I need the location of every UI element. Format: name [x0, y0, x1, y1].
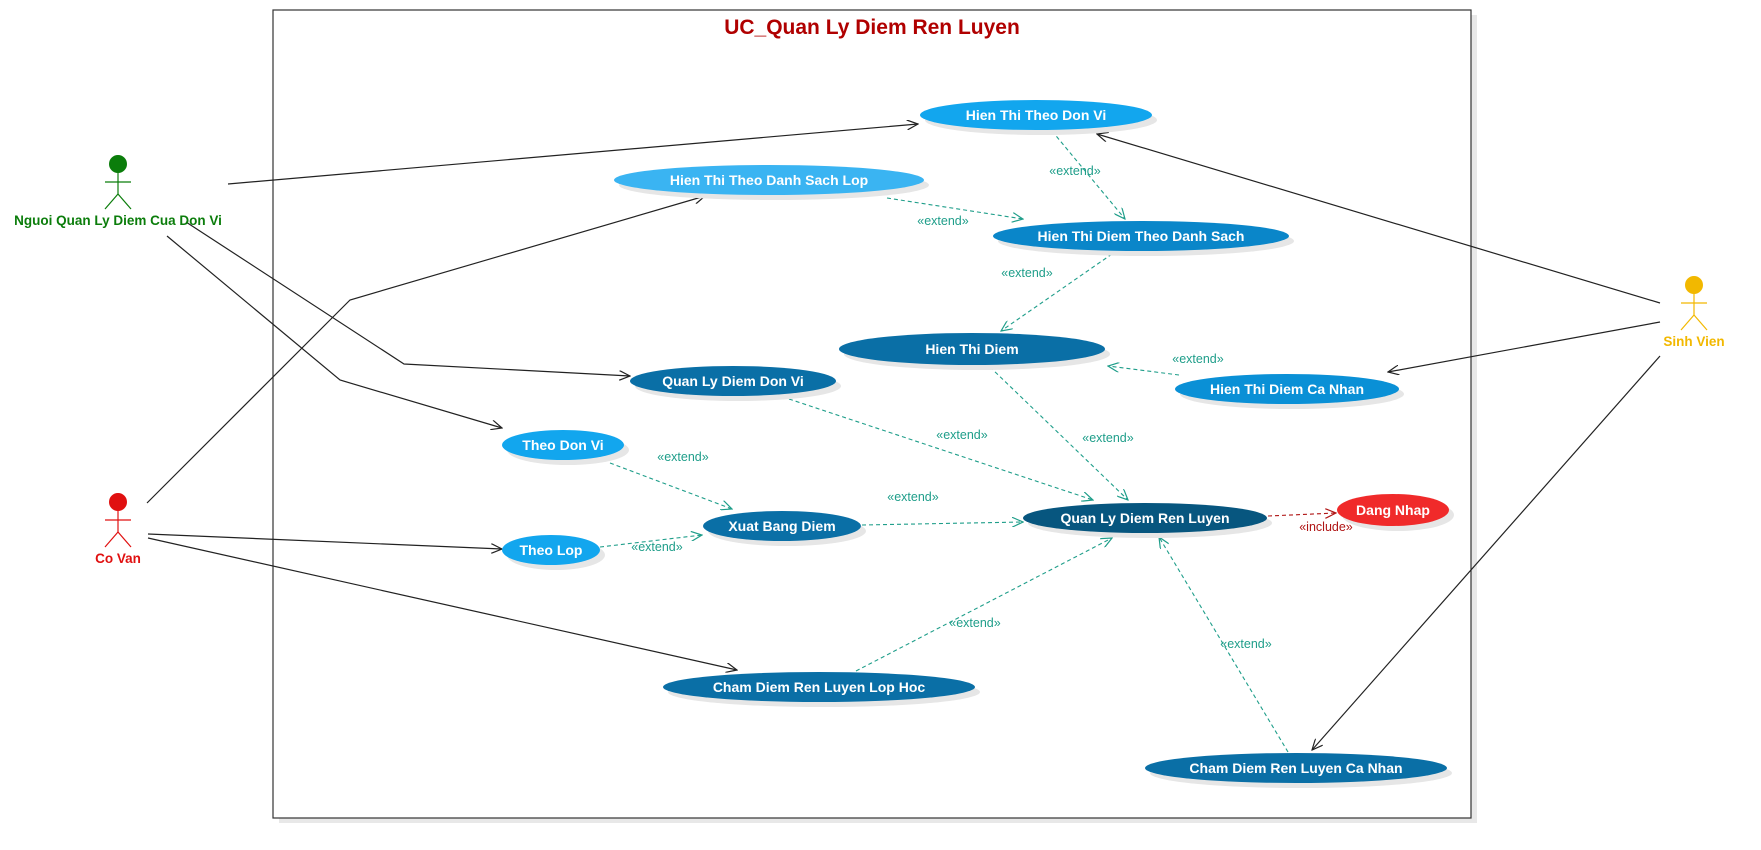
- extend-label-htd-to-qldrl: «extend»: [1082, 431, 1133, 445]
- association-cv-to-cdrllh: [147, 537, 737, 670]
- use-case-label: Theo Lop: [520, 542, 583, 558]
- use-case-httdv[interactable]: Hien Thi Theo Don Vi: [920, 100, 1157, 135]
- actor-label: Sinh Vien: [1663, 334, 1724, 349]
- use-case-label: Cham Diem Ren Luyen Lop Hoc: [713, 679, 926, 695]
- use-case-ellipse: [993, 221, 1289, 251]
- actor-sv[interactable]: Sinh Vien: [1663, 276, 1725, 350]
- association-sv-to-htdcn: [1388, 321, 1661, 372]
- actor-cv[interactable]: Co Van: [95, 493, 141, 567]
- use-case-qlddv[interactable]: Quan Ly Diem Don Vi: [630, 366, 841, 401]
- use-cases-layer: Hien Thi Theo Don Vi Hien Thi Theo Danh S…: [502, 100, 1454, 788]
- use-case-ellipse: [502, 430, 624, 460]
- actors-layer: Nguoi Quan Ly Diem Cua Don Vi Co Van Sinh …: [14, 155, 1725, 567]
- use-case-tdv[interactable]: Theo Don Vi: [502, 430, 629, 465]
- use-case-ellipse: [630, 366, 836, 396]
- extend-relation-tdv-to-xbd: [609, 462, 732, 509]
- extend-relation-httdv-to-htdtds: [1051, 130, 1125, 219]
- actor-figure-icon: [104, 493, 132, 548]
- association-nql-to-tdv: [166, 235, 502, 428]
- use-case-label: Hien Thi Diem: [925, 341, 1018, 357]
- use-case-ellipse: [502, 535, 600, 565]
- use-case-cdrlcn[interactable]: Cham Diem Ren Luyen Ca Nhan: [1145, 753, 1452, 788]
- use-case-label: Quan Ly Diem Ren Luyen: [1060, 510, 1229, 526]
- actor-label: Nguoi Quan Ly Diem Cua Don Vi: [14, 213, 222, 228]
- association-nql-to-httdv: [227, 124, 918, 185]
- extend-relation-cdrllh-to-qldrl: [855, 538, 1112, 672]
- use-case-ellipse: [703, 511, 861, 541]
- extend-relation-htd-to-qldrl: [989, 366, 1128, 500]
- actor-figure-icon: [1680, 276, 1708, 331]
- use-case-htd[interactable]: Hien Thi Diem: [839, 333, 1110, 370]
- use-case-label: Cham Diem Ren Luyen Ca Nhan: [1189, 760, 1402, 776]
- use-case-dn[interactable]: Dang Nhap: [1337, 494, 1454, 531]
- actor-label: Co Van: [95, 551, 141, 566]
- use-case-ellipse: [663, 672, 975, 702]
- use-case-ellipse: [1337, 494, 1449, 526]
- extend-label-httdsl-to-htdtds: «extend»: [917, 214, 968, 228]
- use-case-label: Hien Thi Diem Ca Nhan: [1210, 381, 1364, 397]
- include-relation-qldrl-to-dn: [1267, 513, 1336, 516]
- extend-relation-htdcn-to-htd: [1108, 366, 1180, 376]
- use-case-qldrl[interactable]: Quan Ly Diem Ren Luyen: [1023, 503, 1272, 538]
- extend-label-httdv-to-htdtds: «extend»: [1049, 164, 1100, 178]
- use-case-ellipse: [614, 165, 924, 195]
- extend-relation-tl-to-xbd: [599, 535, 702, 548]
- use-case-htdtds[interactable]: Hien Thi Diem Theo Danh Sach: [993, 221, 1294, 256]
- use-case-ellipse: [1175, 374, 1399, 404]
- use-case-htdcn[interactable]: Hien Thi Diem Ca Nhan: [1175, 374, 1404, 409]
- association-sv-to-httdv: [1097, 134, 1661, 304]
- diagram-title: UC_Quan Ly Diem Ren Luyen: [724, 16, 1020, 39]
- use-case-label: Hien Thi Theo Danh Sach Lop: [670, 172, 868, 188]
- association-cv-to-tl: [147, 533, 502, 549]
- include-label-qldrl-to-dn: «include»: [1299, 520, 1353, 534]
- actor-figure-icon: [104, 155, 132, 210]
- use-case-ellipse: [920, 100, 1152, 130]
- extend-relation-qlddv-to-qldrl: [788, 398, 1093, 500]
- actor-nql[interactable]: Nguoi Quan Ly Diem Cua Don Vi: [14, 155, 222, 229]
- extend-relation-xbd-to-qldrl: [861, 522, 1023, 525]
- extend-relation-htdtds-to-htd: [1001, 253, 1113, 331]
- extend-label-htdcn-to-htd: «extend»: [1172, 352, 1223, 366]
- use-case-label: Dang Nhap: [1356, 502, 1430, 518]
- extend-label-tdv-to-xbd: «extend»: [657, 450, 708, 464]
- extend-label-qlddv-to-qldrl: «extend»: [936, 428, 987, 442]
- use-case-label: Xuat Bang Diem: [728, 518, 835, 534]
- association-sv-to-cdrlcn: [1312, 355, 1661, 750]
- use-case-tl[interactable]: Theo Lop: [502, 535, 605, 570]
- extend-label-tl-to-xbd: «extend»: [631, 540, 682, 554]
- use-case-label: Theo Don Vi: [522, 437, 603, 453]
- extend-label-cdrlcn-to-qldrl: «extend»: [1220, 637, 1271, 651]
- use-case-xbd[interactable]: Xuat Bang Diem: [703, 511, 866, 546]
- use-case-ellipse: [1145, 753, 1447, 783]
- use-case-label: Quan Ly Diem Don Vi: [662, 373, 804, 389]
- use-case-label: Hien Thi Diem Theo Danh Sach: [1038, 228, 1245, 244]
- extend-label-xbd-to-qldrl: «extend»: [887, 490, 938, 504]
- use-case-httdsl[interactable]: Hien Thi Theo Danh Sach Lop: [614, 165, 929, 200]
- use-case-ellipse: [839, 333, 1105, 365]
- associations-layer: [146, 124, 1661, 750]
- use-case-ellipse: [1023, 503, 1267, 533]
- association-cv-to-httdsl: [146, 196, 705, 504]
- extend-relation-httdsl-to-htdtds: [886, 197, 1023, 219]
- use-case-cdrllh[interactable]: Cham Diem Ren Luyen Lop Hoc: [663, 672, 980, 707]
- extend-label-htdtds-to-htd: «extend»: [1001, 266, 1052, 280]
- relations-layer: «extend» «extend» «extend» «extend» «extend»…: [599, 130, 1353, 753]
- extend-label-cdrllh-to-qldrl: «extend»: [949, 616, 1000, 630]
- use-case-label: Hien Thi Theo Don Vi: [966, 107, 1107, 123]
- association-nql-to-qlddv: [185, 221, 630, 376]
